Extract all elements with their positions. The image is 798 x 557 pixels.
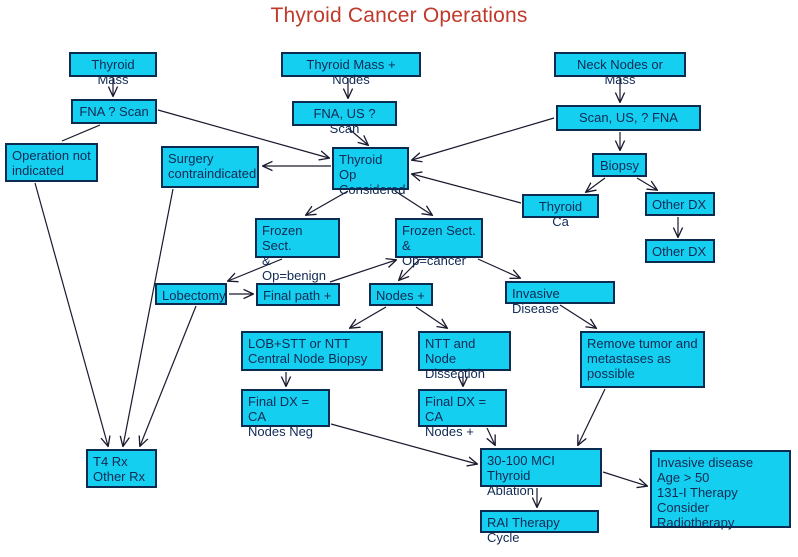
node-ablation[interactable]: 30-100 MCI Thyroid Ablation xyxy=(480,448,602,498)
edge-final_dx_pos-to-ablation xyxy=(487,427,495,445)
edge-frozen_cancer-to-invasive_disease xyxy=(477,258,520,278)
node-other_dx_2[interactable]: Other DX xyxy=(645,239,715,263)
node-frozen_benign[interactable]: Frozen Sect. & Op=benign xyxy=(255,218,340,283)
node-fna_scan[interactable]: FNA ? Scan xyxy=(71,99,157,124)
node-thyroid_op[interactable]: Thyroid Op Considered xyxy=(332,147,409,197)
node-final_dx_neg[interactable]: Final DX = CA Nodes Neg xyxy=(241,389,330,439)
node-thyroid_ca[interactable]: Thyroid Ca xyxy=(522,194,599,229)
node-surgery_contra[interactable]: Surgery contraindicated xyxy=(161,146,259,188)
node-rai_cycle[interactable]: RAI Therapy Cycle xyxy=(480,510,599,545)
node-invasive_summary[interactable]: Invasive disease Age > 50 131-I Therapy … xyxy=(650,450,791,530)
node-lob_stt_ntt[interactable]: LOB+STT or NTT Central Node Biopsy xyxy=(241,331,383,371)
node-neck_nodes_mass[interactable]: Neck Nodes or Mass xyxy=(554,52,686,87)
edge-fna_scan-to-operation_not_ind xyxy=(61,124,101,142)
node-thyroid_mass_nodes[interactable]: Thyroid Mass + Nodes xyxy=(281,52,421,87)
edge-nodes_plus-to-ntt_node_diss xyxy=(415,306,447,328)
node-remove_tumor[interactable]: Remove tumor and metastases as possible xyxy=(580,331,705,388)
node-thyroid_mass[interactable]: Thyroid Mass xyxy=(69,52,157,87)
node-final_path[interactable]: Final path + xyxy=(256,283,340,306)
node-frozen_cancer[interactable]: Frozen Sect. & Op=cancer xyxy=(395,218,483,268)
edge-biopsy-to-other_dx_1 xyxy=(636,177,657,190)
node-fna_us_scan[interactable]: FNA, US ? Scan xyxy=(292,101,397,136)
node-other_dx_1[interactable]: Other DX xyxy=(645,192,715,216)
node-invasive_disease[interactable]: Invasive Disease xyxy=(505,281,615,316)
edge-lobectomy-to-t4_rx xyxy=(140,305,197,446)
node-scan_us_fna[interactable]: Scan, US, ? FNA xyxy=(556,105,701,131)
node-biopsy[interactable]: Biopsy xyxy=(592,153,647,177)
node-t4_rx[interactable]: T4 Rx Other Rx xyxy=(86,449,157,488)
node-nodes_plus[interactable]: Nodes + xyxy=(369,283,433,306)
edge-operation_not_ind-to-t4_rx xyxy=(34,182,108,446)
edge-biopsy-to-thyroid_ca xyxy=(586,177,606,192)
node-lobectomy[interactable]: Lobectomy xyxy=(155,283,227,305)
node-ntt_node_diss[interactable]: NTT and Node Dissection xyxy=(418,331,511,381)
edge-scan_us_fna-to-thyroid_op xyxy=(412,117,555,160)
edge-final_path-to-frozen_cancer xyxy=(329,260,396,283)
node-operation_not_ind[interactable]: Operation not indicated xyxy=(5,143,98,182)
edge-nodes_plus-to-lob_stt_ntt xyxy=(350,306,387,328)
edge-surgery_contra-to-t4_rx xyxy=(123,188,174,446)
edge-ablation-to-invasive_summary xyxy=(602,471,647,486)
page-title: Thyroid Cancer Operations xyxy=(270,4,528,27)
edge-invasive_disease-to-remove_tumor xyxy=(559,304,596,328)
node-final_dx_pos[interactable]: Final DX = CA Nodes + xyxy=(418,389,507,439)
edge-remove_tumor-to-ablation xyxy=(578,388,606,445)
edge-thyroid_ca-to-thyroid_op xyxy=(412,174,522,204)
